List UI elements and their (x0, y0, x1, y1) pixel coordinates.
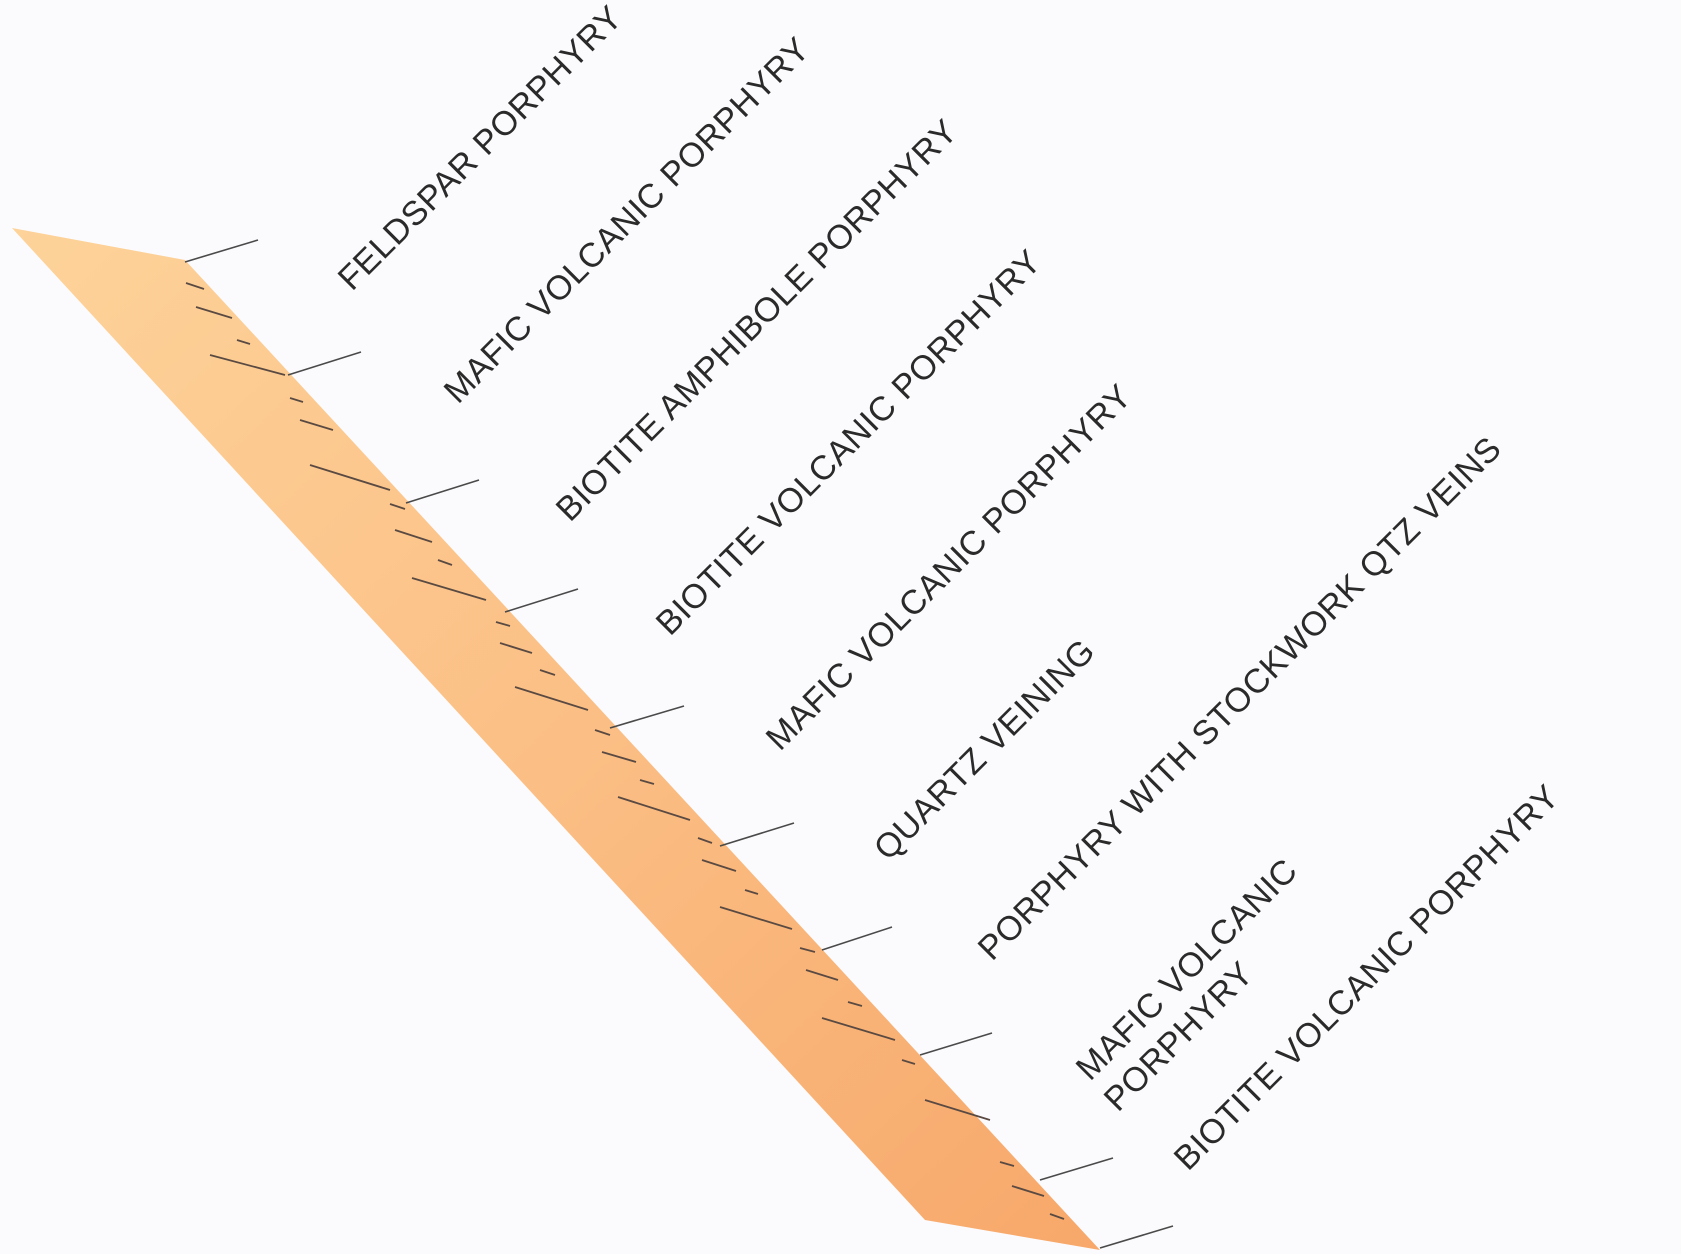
unit-label-5: MAFIC VOLCANIC PORPHYRY (759, 377, 1140, 758)
leader-line-9 (1040, 1158, 1113, 1180)
unit-label-4: BIOTITE VOLCANIC PORPHYRY (649, 243, 1049, 643)
leader-line-3 (406, 480, 479, 503)
unit-label-3: BIOTITE AMPHIBOLE PORPHYRY (549, 112, 965, 528)
leader-line-4 (505, 589, 578, 612)
unit-label-6: QUARTZ VEINING (867, 632, 1103, 868)
leader-line-5 (610, 706, 684, 728)
leader-line-10 (1100, 1226, 1173, 1248)
unit-label-2: MAFIC VOLCANIC PORPHYRY (437, 30, 818, 411)
unit-labels: FELDSPAR PORPHYRY MAFIC VOLCANIC PORPHYR… (331, 0, 1567, 1178)
leader-line-8 (920, 1033, 992, 1055)
leader-line-6 (720, 823, 794, 846)
leader-line-1 (185, 240, 258, 262)
leader-line-2 (288, 352, 361, 375)
leader-line-7 (822, 927, 892, 950)
